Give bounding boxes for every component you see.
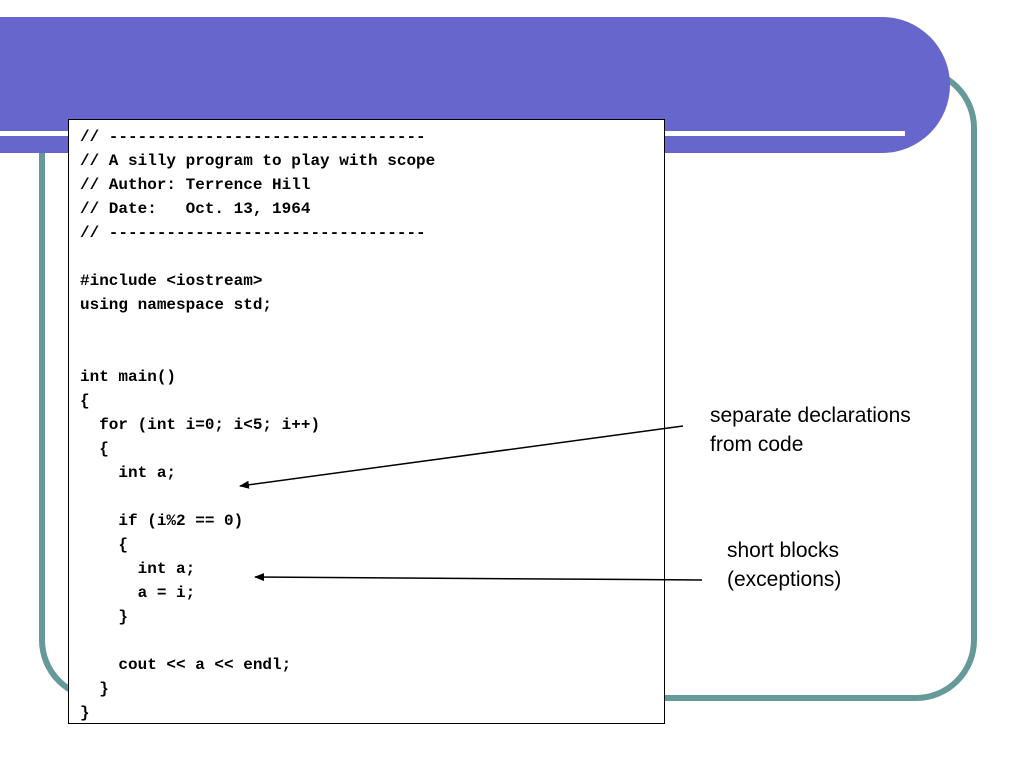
code-line: // A silly program to play with scope: [80, 152, 436, 170]
code-line: [80, 485, 664, 509]
code-line: }: [80, 680, 109, 698]
code-line: int main(): [80, 368, 177, 386]
code-line: {: [80, 536, 129, 554]
code-line: // ---------------------------------: [80, 128, 426, 146]
code-line: a = i;: [80, 584, 196, 602]
code-line: cout << a << endl;: [80, 656, 292, 674]
code-listing: // --------------------------------- // …: [68, 119, 665, 724]
code-line: if (i%2 == 0): [80, 512, 244, 530]
annotation-short-blocks: short blocks (exceptions): [727, 536, 841, 594]
annotation-line: (exceptions): [727, 568, 842, 591]
code-line: // ---------------------------------: [80, 224, 426, 242]
annotation-line: separate declarations: [710, 404, 911, 427]
annotation-declarations: separate declarations from code: [710, 401, 911, 459]
code-line: using namespace std;: [80, 296, 273, 314]
code-line: }: [80, 608, 129, 626]
code-line: #include <iostream>: [80, 272, 263, 290]
code-line: [80, 317, 664, 341]
code-line: {: [80, 392, 90, 410]
annotation-line: short blocks: [727, 539, 840, 562]
code-line: [80, 341, 664, 365]
code-line: [80, 629, 664, 653]
code-line: [80, 245, 664, 269]
code-line: // Author: Terrence Hill: [80, 176, 311, 194]
code-line: {: [80, 440, 109, 458]
code-line: for (int i=0; i<5; i++): [80, 416, 321, 434]
code-line: }: [80, 704, 90, 722]
code-line: int a;: [80, 464, 177, 482]
annotation-line: from code: [710, 433, 804, 456]
code-line: // Date: Oct. 13, 1964: [80, 200, 311, 218]
code-line: int a;: [80, 560, 196, 578]
